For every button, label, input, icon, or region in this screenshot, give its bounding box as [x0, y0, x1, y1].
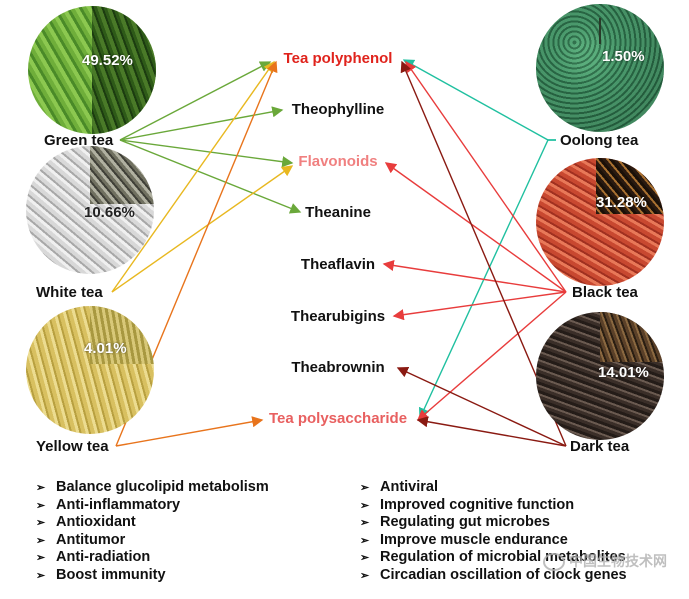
black-tea-percent: 31.28% — [596, 194, 647, 211]
bullet-icon: ➢ — [36, 499, 46, 512]
green-tea-percent: 49.52% — [82, 52, 133, 69]
black-tea-arrows — [382, 60, 567, 421]
bullet-icon: ➢ — [360, 552, 370, 564]
list-item: ➢Antiviral — [360, 479, 627, 497]
compound-flavonoids: Flavonoids — [298, 153, 378, 170]
yellow-tea-label: Yellow tea — [36, 438, 109, 455]
watermark: 中国生物技术网 — [543, 551, 667, 571]
list-item: ➢Anti-radiation — [36, 549, 269, 567]
compound-tea-polysaccharide: Tea polysaccharide — [268, 410, 408, 427]
bullet-icon: ➢ — [360, 534, 370, 547]
compound-tea-polyphenol: Tea polyphenol — [283, 50, 393, 67]
yellow-tea-percent: 4.01% — [84, 340, 127, 357]
white-tea-percent: 10.66% — [84, 204, 135, 221]
compound-theaflavin: Theaflavin — [300, 256, 376, 273]
list-item: ➢Improved cognitive function — [360, 497, 627, 515]
oolong-tea-label: Oolong tea — [560, 132, 639, 149]
bullet-icon: ➢ — [360, 517, 370, 529]
list-item: ➢Antioxidant — [36, 514, 269, 532]
oolong-tea-percent: 1.50% — [602, 48, 645, 65]
bullet-icon: ➢ — [36, 552, 46, 564]
dark-tea-image: 14.01% — [536, 312, 664, 440]
list-item: ➢Improve muscle endurance — [360, 532, 627, 550]
list-item: ➢Balance glucolipid metabolism — [36, 479, 269, 497]
white-tea-image: 10.66% — [26, 146, 154, 274]
oolong-tea-arrows — [402, 59, 556, 420]
list-item: ➢Antitumor — [36, 532, 269, 550]
bullet-icon: ➢ — [360, 569, 370, 582]
bullet-icon: ➢ — [36, 482, 46, 494]
black-tea-image: 31.28% — [536, 158, 664, 286]
compound-theophylline: Theophylline — [291, 101, 385, 118]
bullet-icon: ➢ — [360, 482, 370, 494]
black-tea-label: Black tea — [572, 284, 638, 301]
bullet-icon: ➢ — [360, 499, 370, 512]
compound-thearubigins: Thearubigins — [290, 308, 386, 325]
dark-tea-label: Dark tea — [570, 438, 630, 455]
green-tea-label: Green tea — [44, 132, 114, 149]
oolong-tea-image: 1.50% — [536, 4, 664, 132]
white-tea-arrows — [111, 60, 294, 293]
dark-tea-percent: 14.01% — [598, 364, 649, 381]
benefits-list-left: ➢Balance glucolipid metabolism ➢Anti-inf… — [36, 479, 269, 584]
compound-theabrownin: Theabrownin — [291, 359, 385, 376]
compound-theanine: Theanine — [305, 204, 371, 221]
list-item: ➢Boost immunity — [36, 567, 269, 585]
white-tea-label: White tea — [36, 284, 103, 301]
bullet-icon: ➢ — [36, 534, 46, 547]
wechat-icon — [543, 553, 565, 571]
bullet-icon: ➢ — [36, 517, 46, 529]
green-tea-image: 49.52% — [28, 6, 156, 134]
list-item: ➢Anti-inflammatory — [36, 497, 269, 515]
list-item: ➢Circadian oscillation of clock genes — [360, 567, 627, 585]
list-item: ➢Regulating gut microbes — [360, 514, 627, 532]
bullet-icon: ➢ — [36, 569, 46, 582]
yellow-tea-image: 4.01% — [26, 306, 154, 434]
